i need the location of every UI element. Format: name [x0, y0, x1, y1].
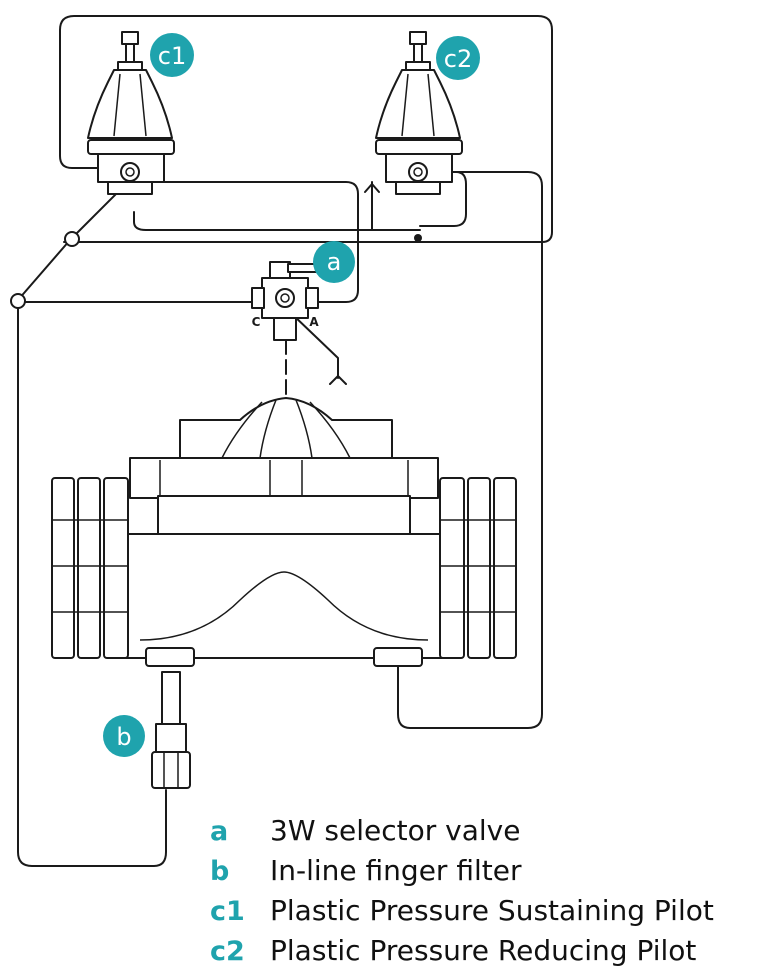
badge-b: b: [103, 715, 145, 757]
control-tubing: [10, 15, 553, 867]
legend-key: c1: [210, 896, 245, 927]
port-label-a: A: [309, 315, 319, 329]
main-valve: [51, 397, 517, 667]
badge-c1-label: c1: [158, 42, 186, 70]
badge-a-label: a: [327, 248, 342, 276]
legend-item-b: b In-line finger filter: [210, 854, 770, 894]
badge-c1: c1: [150, 33, 194, 77]
pilot-c1: [87, 31, 175, 195]
badge-b-label: b: [116, 723, 131, 751]
pilot-c2: [375, 31, 463, 195]
port-label-c: C: [252, 315, 261, 329]
legend-item-c2: c2 Plastic Pressure Reducing Pilot: [210, 934, 770, 974]
badge-a: a: [313, 241, 355, 283]
badge-c2-label: c2: [444, 45, 472, 73]
legend-item-c1: c1 Plastic Pressure Sustaining Pilot: [210, 894, 770, 934]
legend: a 3W selector valve b In-line finger fil…: [210, 814, 770, 974]
legend-key: b: [210, 856, 230, 887]
finger-filter: [151, 671, 191, 789]
legend-label: Plastic Pressure Reducing Pilot: [270, 934, 697, 967]
legend-key: c2: [210, 936, 245, 967]
legend-item-a: a 3W selector valve: [210, 814, 770, 854]
legend-label: 3W selector valve: [270, 814, 521, 847]
legend-label: In-line finger filter: [270, 854, 522, 887]
legend-key: a: [210, 816, 229, 847]
badge-c2: c2: [436, 36, 480, 80]
legend-label: Plastic Pressure Sustaining Pilot: [270, 894, 714, 927]
selector-valve: C A: [251, 261, 319, 341]
